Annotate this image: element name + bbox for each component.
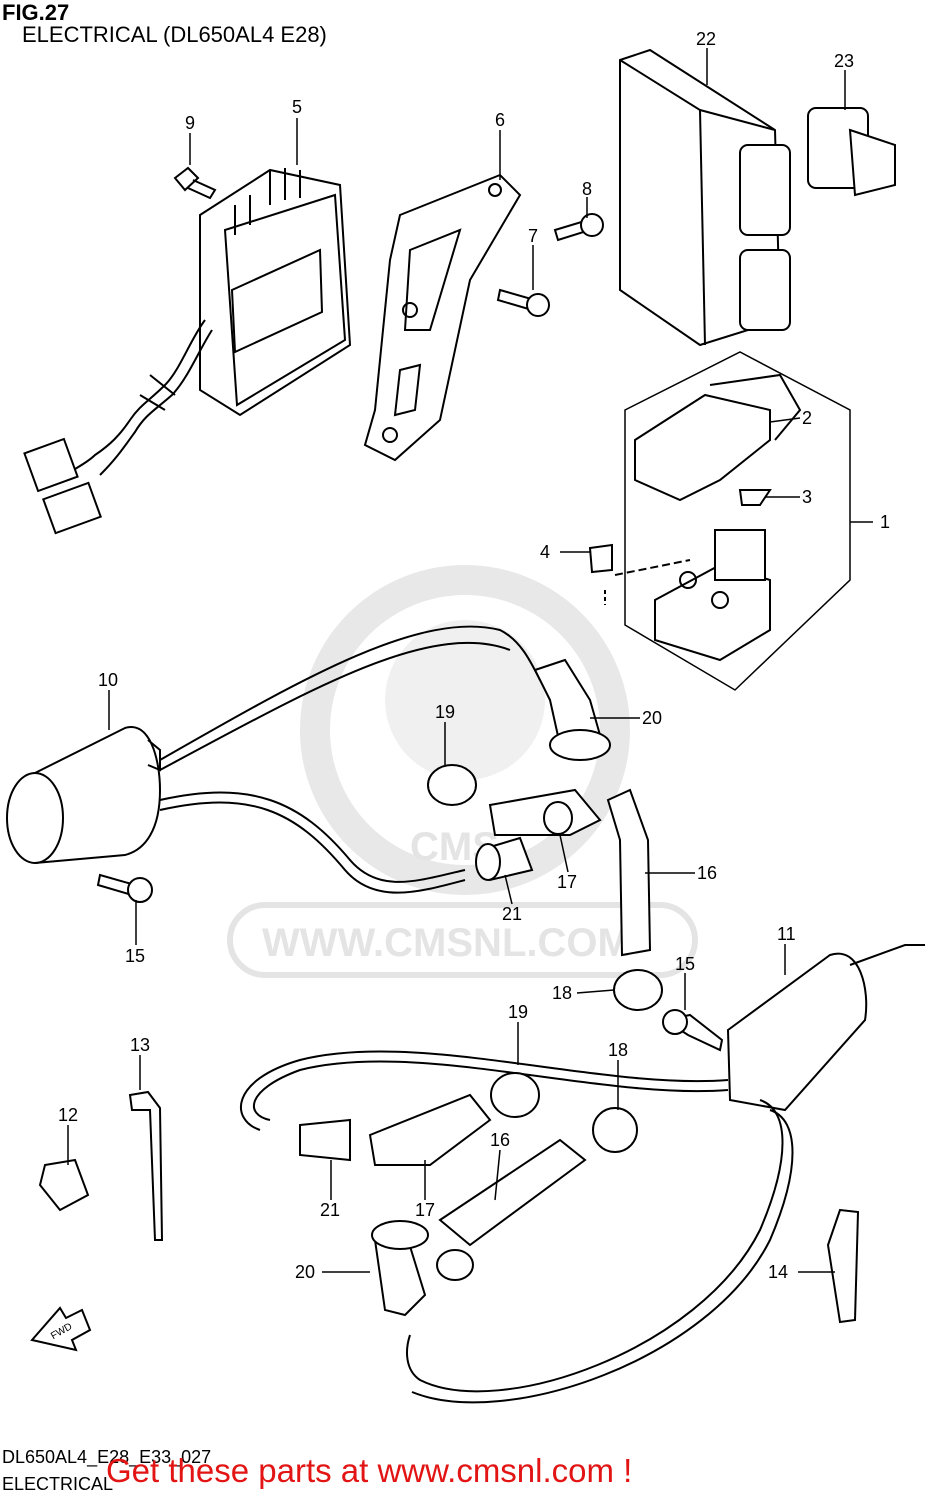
callout-6: 6 (495, 110, 505, 130)
callout-13: 13 (130, 1035, 150, 1055)
plug-cap-parts-lower (299, 1072, 638, 1317)
footer-section: ELECTRICAL (2, 1474, 114, 1494)
cable-tie-part-13 (128, 1090, 164, 1241)
callout-12: 12 (58, 1105, 78, 1125)
callout-19-lower: 19 (508, 1002, 528, 1022)
ecu-part-22 (619, 48, 791, 347)
clamp-part-12 (38, 1158, 90, 1212)
callout-18-lower: 18 (608, 1040, 628, 1060)
callout-21-upper: 21 (502, 904, 522, 924)
callout-8: 8 (582, 179, 592, 199)
callout-5: 5 (292, 97, 302, 117)
callout-labels: 1 2 3 4 5 6 7 8 9 10 11 12 13 14 15 15 1… (58, 29, 890, 1282)
ignition-coil-part-10 (6, 625, 541, 903)
figure-number: FIG.27 (2, 0, 70, 25)
bolt-part-9 (173, 166, 217, 200)
callout-22: 22 (696, 29, 716, 49)
connector-part-23 (807, 107, 896, 197)
callout-16-lower: 16 (490, 1130, 510, 1150)
callout-15-upper: 15 (125, 946, 145, 966)
callout-17-upper: 17 (557, 872, 577, 892)
regulator-part-5 (23, 168, 352, 535)
promo-banner-link[interactable]: Get these parts at www.cmsnl.com ! (106, 1452, 633, 1489)
callout-17-lower: 17 (415, 1200, 435, 1220)
leader-lines (67, 48, 873, 1273)
bracket-part-6 (363, 173, 522, 462)
strap-part-14 (826, 1208, 860, 1324)
callout-16-upper: 16 (697, 863, 717, 883)
callout-7: 7 (528, 226, 538, 246)
screw-parts-7-8 (496, 213, 604, 317)
callout-11: 11 (777, 924, 796, 944)
callout-2: 2 (802, 408, 812, 428)
watermark-url: WWW.CMSNL.COM (262, 921, 631, 965)
plug-cap-parts-upper (427, 658, 663, 1011)
fwd-arrow (30, 1306, 92, 1352)
callout-20-lower: 20 (295, 1262, 315, 1282)
ignition-coil-part-11 (239, 944, 925, 1404)
callout-19-upper: 19 (435, 702, 455, 722)
watermark-helmet (385, 620, 545, 780)
callout-1: 1 (880, 512, 890, 532)
callout-21-lower: 21 (320, 1200, 340, 1220)
callout-14: 14 (768, 1262, 788, 1282)
callout-10: 10 (98, 670, 118, 690)
figure-subtitle: ELECTRICAL (DL650AL4 E28) (22, 22, 327, 47)
callout-15-lower: 15 (675, 954, 695, 974)
starter-relay-part-1 (588, 351, 851, 691)
callout-20-upper: 20 (642, 708, 662, 728)
callout-9: 9 (185, 113, 195, 133)
callout-4: 4 (540, 542, 550, 562)
callout-23: 23 (834, 51, 854, 71)
watermark-pill (227, 902, 698, 978)
footer-code: DL650AL4_E28_E33_027 (2, 1447, 212, 1467)
callout-3: 3 (802, 487, 812, 507)
callout-18-upper: 18 (552, 983, 572, 1003)
